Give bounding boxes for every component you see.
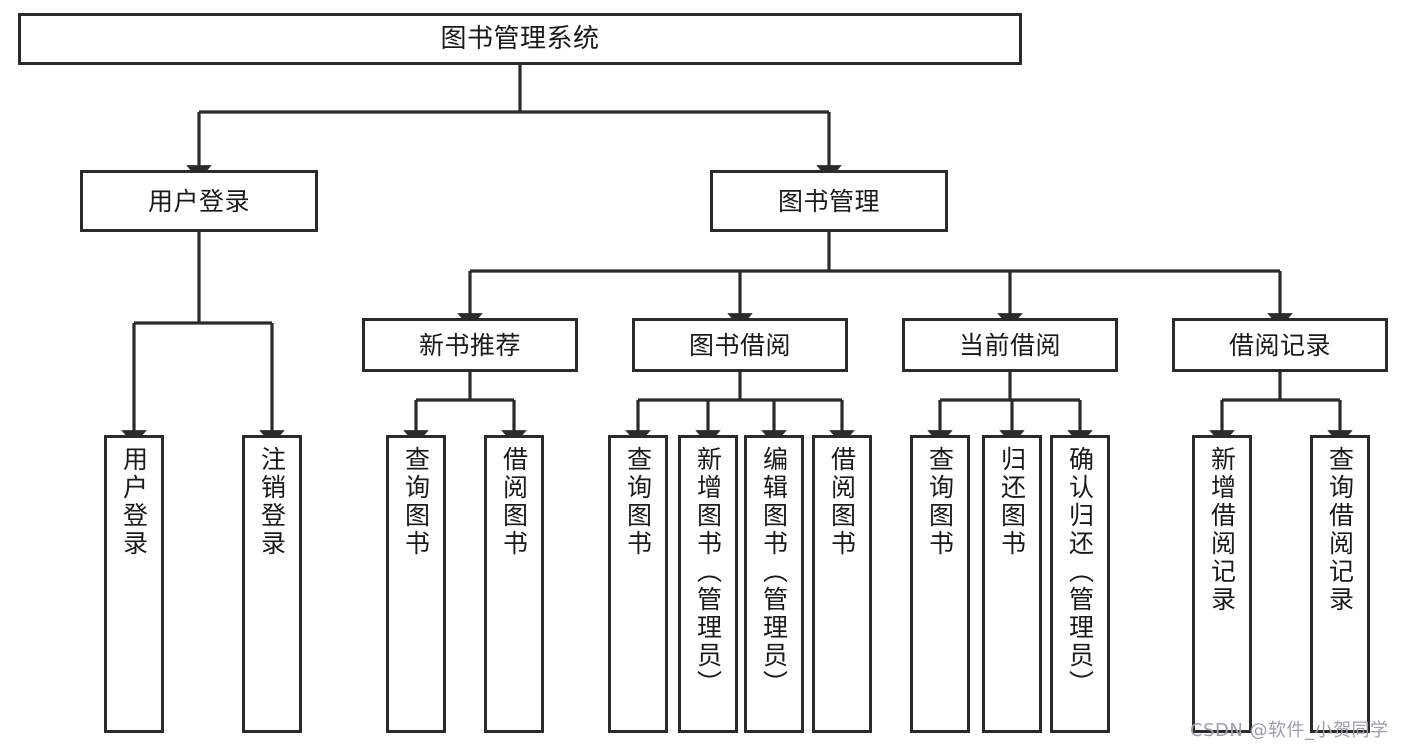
node-newbook[interactable]: 新书推荐 bbox=[362, 318, 578, 372]
node-label: 图书管理系统 bbox=[440, 23, 600, 54]
node-label: 查询图书 bbox=[401, 446, 431, 558]
node-root[interactable]: 图书管理系统 bbox=[18, 13, 1022, 65]
node-l_logout[interactable]: 注销登录 bbox=[242, 435, 302, 733]
node-r_add[interactable]: 新增借阅记录 bbox=[1192, 435, 1252, 733]
node-label: 借阅图书 bbox=[827, 446, 857, 558]
node-label: 查询图书 bbox=[623, 446, 653, 558]
node-n_borrow[interactable]: 借阅图书 bbox=[484, 435, 544, 733]
node-c_query[interactable]: 查询图书 bbox=[910, 435, 970, 733]
node-label: 查询借阅记录 bbox=[1325, 446, 1355, 614]
node-label: 新增图书（管理员） bbox=[693, 446, 723, 698]
node-label: 确认归还（管理员） bbox=[1065, 446, 1095, 698]
node-b_edit[interactable]: 编辑图书（管理员） bbox=[744, 435, 804, 733]
node-label: 编辑图书（管理员） bbox=[759, 446, 789, 698]
node-label: 用户登录 bbox=[119, 446, 149, 558]
node-label: 注销登录 bbox=[257, 446, 287, 558]
node-b_lend[interactable]: 借阅图书 bbox=[812, 435, 872, 733]
node-records[interactable]: 借阅记录 bbox=[1172, 318, 1388, 372]
node-b_add[interactable]: 新增图书（管理员） bbox=[678, 435, 738, 733]
node-label: 当前借阅 bbox=[958, 330, 1061, 360]
node-label: 用户登录 bbox=[147, 186, 250, 216]
node-b_query[interactable]: 查询图书 bbox=[608, 435, 668, 733]
node-borrow[interactable]: 图书借阅 bbox=[632, 318, 848, 372]
node-label: 新书推荐 bbox=[418, 330, 521, 360]
node-label: 查询图书 bbox=[925, 446, 955, 558]
node-c_return[interactable]: 归还图书 bbox=[982, 435, 1042, 733]
node-l_login[interactable]: 用户登录 bbox=[104, 435, 164, 733]
node-login[interactable]: 用户登录 bbox=[80, 170, 318, 232]
node-current[interactable]: 当前借阅 bbox=[902, 318, 1118, 372]
node-label: 借阅图书 bbox=[499, 446, 529, 558]
node-n_query[interactable]: 查询图书 bbox=[386, 435, 446, 733]
node-r_query[interactable]: 查询借阅记录 bbox=[1310, 435, 1370, 733]
csdn-watermark: CSDN @软件_小贺同学 bbox=[1190, 720, 1389, 741]
node-label: 借阅记录 bbox=[1228, 330, 1331, 360]
node-c_confirm[interactable]: 确认归还（管理员） bbox=[1050, 435, 1110, 733]
node-label: 图书管理 bbox=[777, 186, 880, 216]
node-label: 图书借阅 bbox=[688, 330, 791, 360]
node-label: 新增借阅记录 bbox=[1207, 446, 1237, 614]
node-label: 归还图书 bbox=[997, 446, 1027, 558]
node-bookmgmt[interactable]: 图书管理 bbox=[710, 170, 948, 232]
